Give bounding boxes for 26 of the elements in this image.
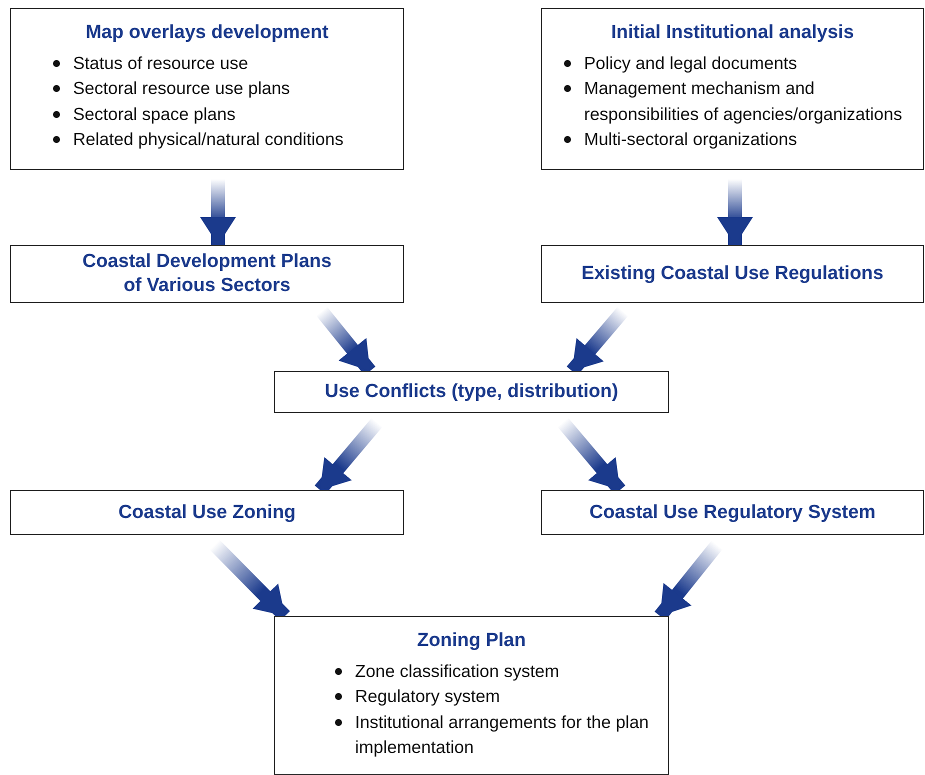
bullet-item: Management mechanism and responsibilities of agencies/organizations bbox=[584, 77, 904, 126]
process-box bbox=[541, 8, 924, 170]
box-heading: Zoning Plan bbox=[417, 629, 526, 653]
box-heading: Coastal Use Zoning bbox=[118, 500, 296, 524]
bullet-item: Status of resource use bbox=[73, 52, 248, 75]
bullet-item: Zone classification system bbox=[355, 660, 560, 683]
box-heading: Coastal Development Plans of Various Sectors bbox=[81, 250, 333, 298]
process-box bbox=[274, 371, 669, 413]
bullet-item: Policy and legal documents bbox=[584, 52, 798, 75]
bullet-item: Institutional arrangements for the plan implementation bbox=[355, 710, 650, 759]
process-box bbox=[10, 245, 404, 303]
box-heading: Initial Institutional analysis bbox=[611, 21, 854, 45]
process-box bbox=[10, 490, 404, 535]
bullet-item: Regulatory system bbox=[355, 685, 500, 708]
process-box bbox=[541, 490, 924, 535]
bullet-item: Related physical/natural conditions bbox=[73, 128, 344, 151]
bullet-item: Sectoral resource use plans bbox=[73, 77, 290, 100]
bullet-item: Sectoral space plans bbox=[73, 102, 236, 126]
box-heading: Existing Coastal Use Regulations bbox=[582, 262, 884, 286]
box-heading: Map overlays development bbox=[86, 21, 328, 45]
process-box bbox=[541, 245, 924, 303]
box-heading: Coastal Use Regulatory System bbox=[589, 500, 876, 524]
process-box bbox=[274, 616, 669, 775]
box-heading: Use Conflicts (type, distribution) bbox=[324, 380, 618, 404]
bullet-item: Multi-sectoral organizations bbox=[584, 128, 798, 151]
process-box bbox=[10, 8, 404, 170]
